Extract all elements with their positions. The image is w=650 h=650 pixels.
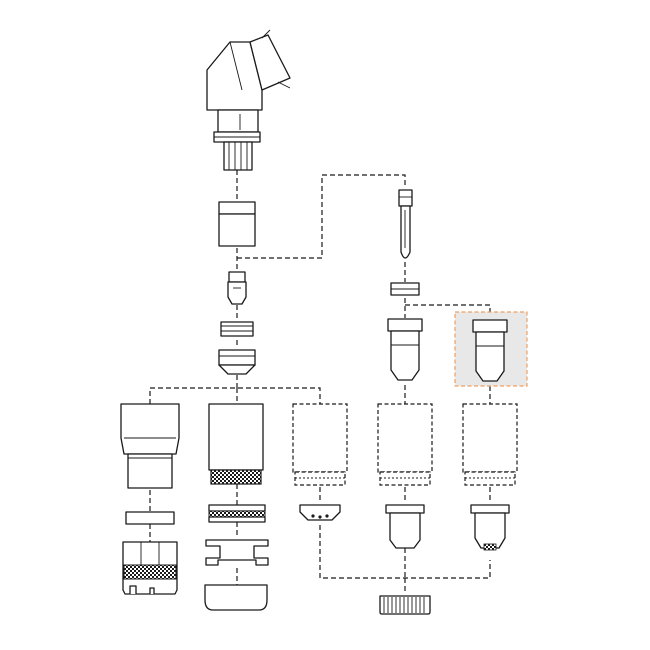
electrode	[227, 271, 247, 305]
knurl-lines	[383, 597, 425, 613]
ghost-cap-5	[462, 403, 518, 486]
connector-to-right-branch	[237, 174, 406, 259]
connector-bottom-join	[319, 525, 491, 593]
shield-housing	[218, 201, 256, 247]
nozzle-highlighted[interactable]	[454, 311, 528, 387]
ghost-cap-3	[292, 403, 348, 486]
connector-lines	[149, 170, 491, 593]
swirl-ring-small	[390, 282, 420, 296]
swirl-ring	[220, 321, 254, 337]
connector-ring-to-highlight	[405, 304, 491, 318]
shield-small-4	[385, 504, 425, 549]
deflector	[299, 504, 341, 521]
ghost-cap-4	[377, 403, 433, 486]
torch-head	[206, 29, 291, 171]
retaining-cap-knurled	[208, 403, 264, 485]
retaining-cap	[218, 349, 256, 375]
cooling-tube	[398, 189, 413, 259]
clip-bracket	[205, 539, 269, 566]
shield-block-col1	[122, 541, 178, 595]
spacer-ring	[125, 511, 175, 525]
knurled-nut	[379, 595, 431, 615]
shield-cap-solid	[120, 403, 180, 489]
knurled-ring	[208, 504, 266, 523]
connector-left-branch	[149, 375, 321, 404]
nozzle	[387, 318, 423, 381]
drag-cap	[204, 584, 268, 611]
shield-small-5	[470, 504, 510, 551]
